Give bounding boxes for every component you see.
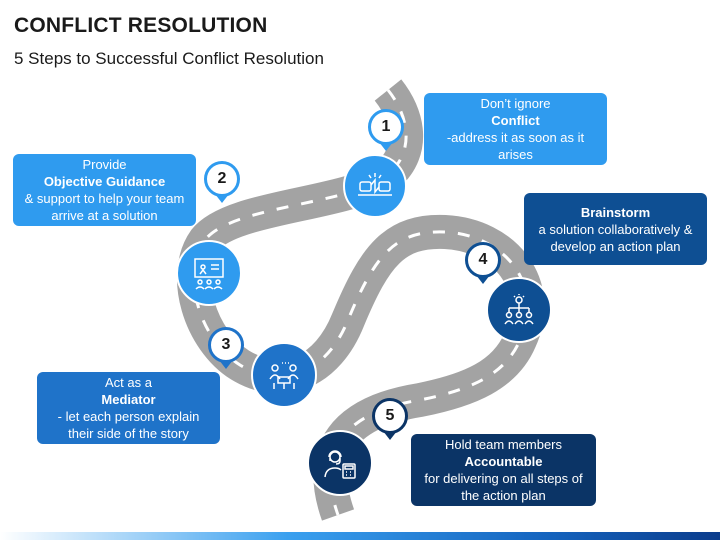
step-5-icon-circle [307,430,373,496]
step-3-text-pre: Act as a [105,375,152,390]
step-2-number-badge: 2 [204,161,240,203]
step-4-number: 4 [478,251,488,268]
step-5-box: Hold team members Accountable for delive… [411,434,596,506]
step-1-text-pre: Don’t ignore [480,96,551,111]
step-1-text-bold: Conflict [491,113,540,128]
step-2-box: Provide Objective Guidance & support to … [13,154,196,226]
step-2-text-pre: Provide [82,157,127,172]
step-3-icon-circle [251,342,317,408]
step-4-text-bold: Brainstorm [580,204,651,220]
step-1-text-post: -address it as soon as it arises [446,130,585,162]
step-5-text-bold: Accountable [464,454,543,469]
step-5-number-badge: 5 [372,398,408,440]
step-2-icon-circle [176,240,242,306]
team-idea-icon [504,294,534,325]
step-1-number-badge: 1 [368,109,404,151]
conflict-fists-icon [358,173,392,196]
step-2-number: 2 [217,170,227,187]
step-1-number: 1 [381,118,391,135]
step-3-number: 3 [221,336,231,353]
step-4-box: Brainstorm a solution collaboratively & … [524,193,707,265]
step-3-number-badge: 3 [208,327,244,369]
step-3-box: Act as a Mediator - let each person expl… [37,372,220,444]
presentation-board-icon [194,258,224,290]
support-agent-calculator-icon [324,450,356,479]
step-4-text-post: a solution collaboratively & develop an … [538,221,693,254]
step-3-text-bold: Mediator [101,392,156,407]
step-2-text-post: & support to help your team arrive at a … [24,191,185,223]
step-4-number-badge: 4 [465,242,501,284]
step-5-text-pre: Hold team members [444,437,563,452]
step-4-icon-circle [486,277,552,343]
step-1-icon-circle [343,154,407,218]
page-title: CONFLICT RESOLUTION [14,14,268,37]
page-subtitle: 5 Steps to Successful Conflict Resolutio… [14,49,324,68]
step-5-number: 5 [385,407,395,424]
meeting-table-icon [269,362,299,389]
step-2-text-bold: Objective Guidance [43,174,166,189]
step-3-text-post: - let each person explain their side of … [57,409,200,441]
bottom-gradient-bar [0,532,720,540]
step-5-text-post: for delivering on all steps of the actio… [424,471,583,503]
